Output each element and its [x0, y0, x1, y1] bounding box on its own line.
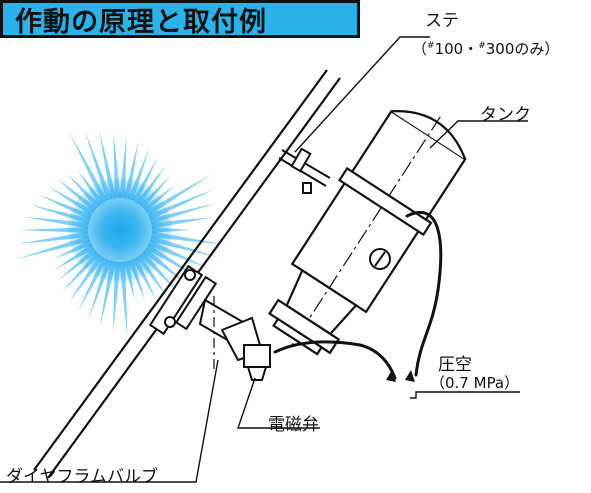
diaphragm-valve	[148, 264, 264, 372]
solenoid-valve	[243, 344, 271, 381]
stay-note-mark-2: #	[478, 41, 486, 51]
stay-note-open: （	[412, 40, 428, 58]
blast-burst-icon	[15, 130, 227, 338]
leader-lines	[0, 36, 528, 483]
air-label: 圧空	[438, 355, 472, 375]
page-title: 作動の原理と取付例	[0, 0, 360, 38]
stay-note-mark-1: #	[427, 41, 435, 51]
air-pressure-label: （0.7 MPa）	[430, 374, 520, 392]
tank-label: タンク	[480, 105, 531, 125]
stay-note: （#100・#300のみ）	[412, 38, 559, 59]
pressure-gauge-icon	[369, 248, 391, 270]
stay-bracket	[278, 147, 331, 194]
solenoid-valve-label: 電磁弁	[268, 415, 319, 435]
stay-label: ステ	[425, 11, 459, 31]
diaphragm-valve-label: ダイヤフラムバルブ	[6, 467, 158, 487]
air-arrow-icon	[386, 370, 415, 382]
stay-note-num-2: 300のみ）	[485, 40, 560, 58]
tank	[268, 109, 467, 356]
stay-note-num-1: 100・	[434, 40, 479, 58]
air-hose	[273, 210, 443, 380]
